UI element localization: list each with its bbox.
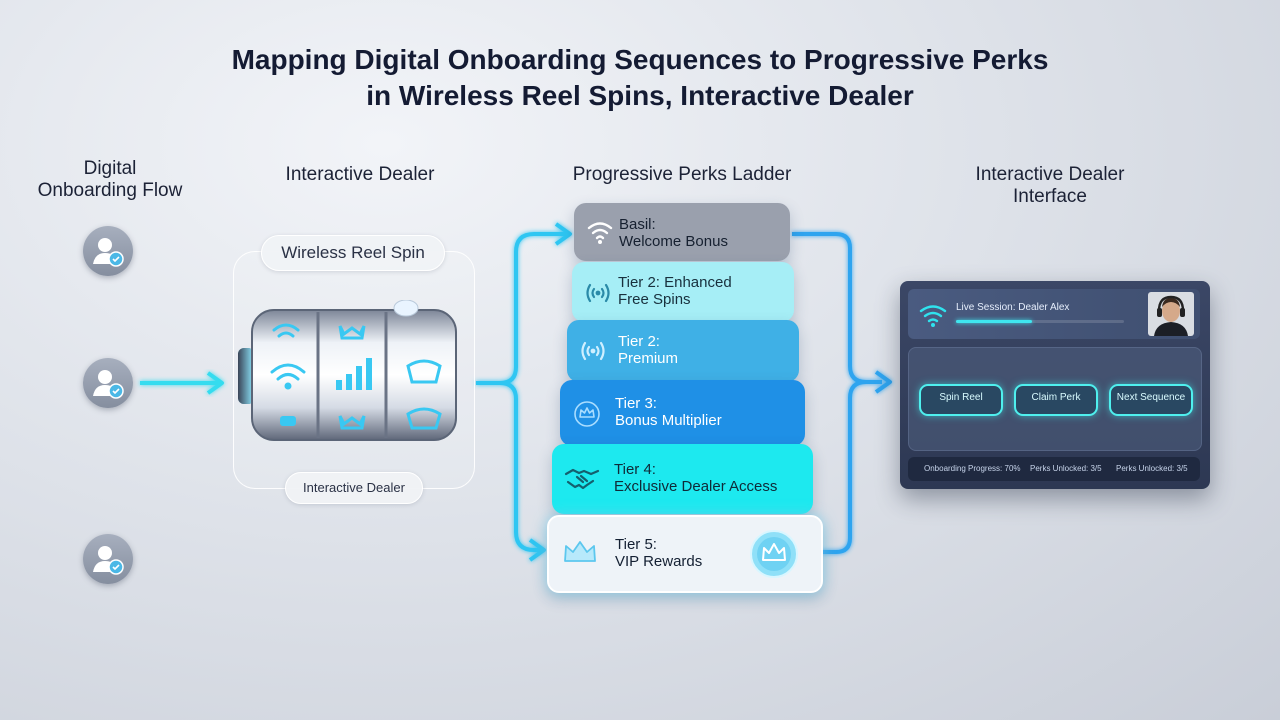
user-step-1-icon bbox=[83, 226, 133, 276]
vip-badge-icon bbox=[750, 530, 798, 578]
page-title: Mapping Digital Onboarding Sequences to … bbox=[0, 42, 1280, 114]
tier-label: Tier 2: Premium bbox=[618, 333, 679, 367]
tier-label: Tier 5: VIP Rewards bbox=[615, 536, 703, 570]
title-line-1: Mapping Digital Onboarding Sequences to … bbox=[231, 44, 1049, 75]
wifi-icon bbox=[587, 222, 613, 244]
spin-reel-button[interactable]: Spin Reel bbox=[919, 384, 1003, 416]
status-bar: Onboarding Progress: 70% Perks Unlocked:… bbox=[908, 457, 1200, 481]
interface-heading-line-2: Interface bbox=[1013, 186, 1087, 207]
ladder-column-heading: Progressive Perks Ladder bbox=[572, 164, 792, 185]
onboarding-heading-line-2: Onboarding Flow bbox=[37, 180, 183, 201]
tier-exclusive-dealer-access: Tier 4: Exclusive Dealer Access bbox=[552, 444, 813, 514]
slot-reel-icon bbox=[238, 300, 457, 441]
wireless-reel-spin-label: Wireless Reel Spin bbox=[261, 235, 445, 271]
live-session-bar: Live Session: Dealer Alex bbox=[908, 289, 1200, 339]
interactive-dealer-caption: Interactive Dealer bbox=[285, 472, 423, 504]
user-step-3-icon bbox=[83, 534, 133, 584]
interface-column-heading: Interactive Dealer Interface bbox=[930, 164, 1170, 208]
onboarding-to-reel-arrow bbox=[140, 371, 224, 395]
claim-perk-button[interactable]: Claim Perk bbox=[1014, 384, 1098, 416]
user-step-2-icon bbox=[83, 358, 133, 408]
title-line-2: in Wireless Reel Spins, Interactive Deal… bbox=[366, 80, 914, 111]
onboarding-column-heading: Digital Onboarding Flow bbox=[20, 158, 200, 202]
tier-basil: Basil: Welcome Bonus bbox=[574, 203, 790, 261]
next-sequence-button[interactable]: Next Sequence bbox=[1109, 384, 1193, 416]
onboarding-heading-line-1: Digital bbox=[83, 158, 137, 179]
tier-label: Tier 4: Exclusive Dealer Access bbox=[614, 461, 778, 495]
reel-to-ladder-branch bbox=[476, 222, 572, 562]
handshake-icon bbox=[564, 468, 600, 490]
dealer-avatar bbox=[1148, 292, 1194, 336]
tier-enhanced-free-spins: Tier 2: Enhanced Free Spins bbox=[572, 262, 794, 322]
interface-heading-line-1: Interactive Dealer bbox=[975, 164, 1125, 185]
crown-icon bbox=[564, 541, 596, 562]
live-session-label: Live Session: Dealer Alex bbox=[956, 302, 1070, 313]
perks-unlocked-status-2: Perks Unlocked: 3/5 bbox=[1116, 464, 1188, 473]
signal-icon bbox=[586, 283, 610, 303]
dealer-column-heading: Interactive Dealer bbox=[285, 164, 435, 185]
action-area: Spin Reel Claim Perk Next Sequence bbox=[908, 347, 1202, 451]
perks-unlocked-status: Perks Unlocked: 3/5 bbox=[1030, 464, 1102, 473]
tier-label: Basil: Welcome Bonus bbox=[619, 216, 728, 250]
session-progress-track bbox=[956, 320, 1124, 323]
tier-bonus-multiplier: Tier 3: Bonus Multiplier bbox=[560, 380, 805, 446]
onboarding-progress-status: Onboarding Progress: 70% bbox=[924, 464, 1021, 473]
session-progress-fill bbox=[956, 320, 1032, 323]
wifi-icon bbox=[919, 305, 947, 327]
tier-vip-rewards: Tier 5: VIP Rewards bbox=[547, 515, 823, 593]
signal-icon bbox=[581, 341, 605, 361]
ladder-to-interface-merge bbox=[792, 232, 892, 554]
tier-premium: Tier 2: Premium bbox=[567, 320, 799, 382]
tier-label: Tier 2: Enhanced Free Spins bbox=[618, 274, 732, 308]
dealer-interface-panel: Live Session: Dealer Alex Spin Reel Clai… bbox=[900, 281, 1210, 489]
tier-label: Tier 3: Bonus Multiplier bbox=[615, 395, 722, 429]
crown-icon bbox=[574, 401, 600, 427]
